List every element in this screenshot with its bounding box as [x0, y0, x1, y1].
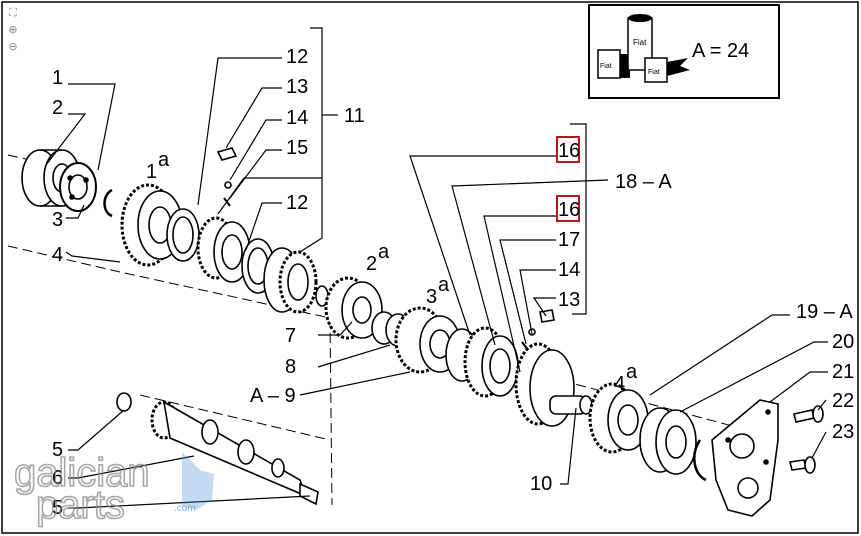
legend-box: Fiat Fiat Fiat A = 24 — [588, 4, 780, 99]
callout-13b[interactable]: 13 — [558, 289, 580, 311]
callout-17[interactable]: 17 — [558, 229, 580, 251]
watermark-logo: galician parts .com — [13, 450, 214, 528]
callout-6[interactable]: 6 — [52, 467, 63, 489]
hub-part — [196, 216, 251, 283]
callout-1[interactable]: 1 — [52, 67, 63, 89]
watermark-line2: parts — [36, 483, 125, 527]
gear-3a-part — [394, 306, 461, 374]
snap-ring-part — [103, 188, 113, 218]
leader-lines — [45, 27, 828, 509]
shaft-part — [116, 392, 319, 506]
callout-4a-sup: a — [626, 361, 638, 383]
callout-12a[interactable]: 12 — [286, 46, 308, 68]
snap-ring2-part — [693, 439, 707, 482]
callout-14a[interactable]: 14 — [286, 107, 308, 129]
callout-3a-sup: a — [438, 274, 450, 296]
zoom-out-icon[interactable]: ⊖ — [8, 40, 18, 53]
callout-20[interactable]: 20 — [832, 331, 854, 353]
callout-2[interactable]: 2 — [52, 97, 63, 119]
sync-ring-part — [166, 208, 200, 262]
watermark-suffix: .com — [174, 503, 196, 514]
fiat-can-icon: Fiat Fiat Fiat — [597, 14, 690, 83]
callout-19A[interactable]: 19 – A — [796, 301, 853, 323]
callout-23[interactable]: 23 — [832, 421, 854, 443]
bearing2-part — [639, 407, 697, 475]
callout-3a[interactable]: 3 — [426, 286, 437, 308]
callout-16b[interactable]: 16 — [558, 199, 580, 221]
callout-7[interactable]: 7 — [285, 325, 296, 347]
svg-text:Fiat: Fiat — [600, 63, 612, 70]
ring-part — [59, 162, 97, 212]
callout-18A[interactable]: 18 – A — [615, 171, 672, 193]
callout-14b[interactable]: 14 — [558, 259, 580, 281]
gear-inner-part — [263, 247, 318, 314]
callout-22[interactable]: 22 — [832, 390, 854, 412]
callout-5b[interactable]: 5 — [52, 497, 63, 519]
callout-13a[interactable]: 13 — [286, 76, 308, 98]
callout-1a-sup: a — [158, 149, 170, 171]
fit-screen-icon[interactable]: ⛶ — [9, 6, 17, 19]
callout-1a[interactable]: 1 — [146, 161, 157, 183]
key-part — [216, 147, 238, 161]
svg-text:Fiat: Fiat — [648, 69, 660, 76]
watermark-line1: galician — [14, 451, 150, 495]
zoom-in-icon[interactable]: ⊕ — [8, 23, 18, 36]
parts-group — [21, 147, 824, 517]
callout-15[interactable]: 15 — [286, 137, 308, 159]
callout-12b[interactable]: 12 — [286, 192, 308, 214]
zoom-toolbar: ⛶ ⊕ ⊖ — [6, 6, 24, 56]
callout-11[interactable]: 11 — [344, 105, 365, 127]
callout-5[interactable]: 5 — [52, 439, 63, 461]
plate-part — [711, 399, 779, 517]
highlight-box-16b — [556, 195, 580, 222]
gear-4a-part — [588, 382, 649, 454]
legend-text: A = 24 — [692, 40, 749, 62]
svg-text:Fiat: Fiat — [633, 38, 647, 47]
callout-A9[interactable]: A – 9 — [250, 385, 296, 407]
callout-8[interactable]: 8 — [285, 356, 296, 378]
callout-10[interactable]: 10 — [530, 473, 552, 495]
callout-labels: 1 2 3 4 1 a 12 13 14 15 11 12 2 a 7 8 A … — [52, 46, 854, 519]
callout-4[interactable]: 4 — [52, 244, 63, 266]
highlight-box-16a — [556, 136, 580, 163]
screw-part — [789, 405, 824, 474]
callout-16a[interactable]: 16 — [558, 140, 580, 162]
callout-4a[interactable]: 4 — [614, 373, 625, 395]
synchro-part — [445, 326, 519, 398]
sleeve-part — [514, 342, 593, 427]
callout-3[interactable]: 3 — [52, 209, 63, 231]
callout-2a-sup: a — [378, 241, 390, 263]
callout-2a[interactable]: 2 — [366, 253, 377, 275]
callout-21[interactable]: 21 — [832, 361, 854, 383]
